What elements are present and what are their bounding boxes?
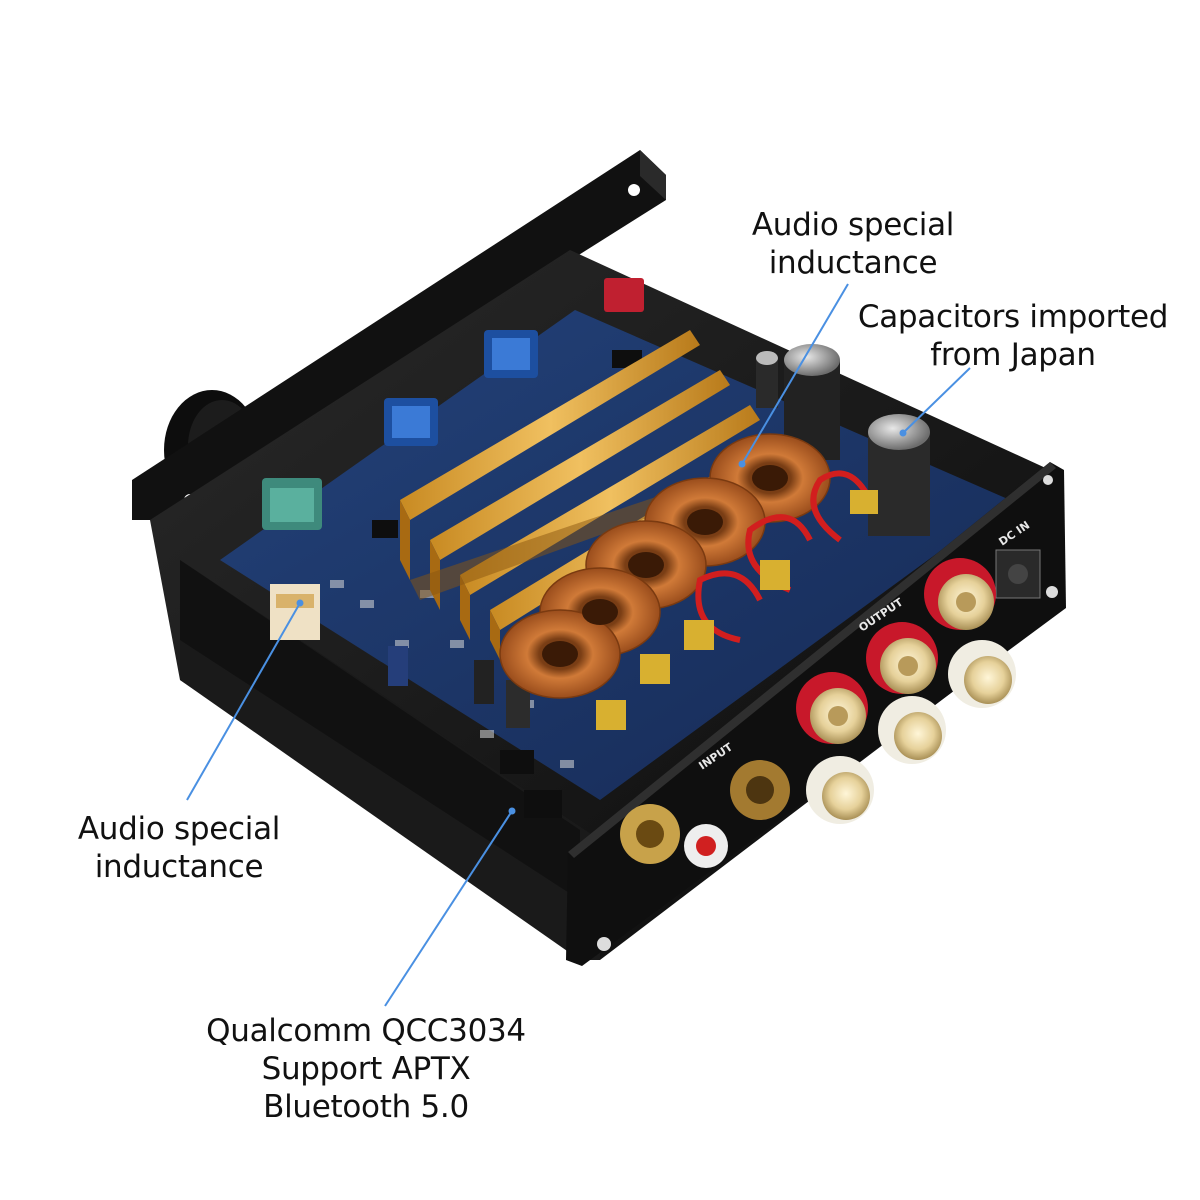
callout-audio-inductance-top: Audio special inductance — [748, 206, 958, 282]
potentiometers — [262, 278, 644, 530]
leader-line-bluetooth — [384, 810, 513, 1007]
callout-line: Support APTX — [261, 1051, 471, 1087]
callout-line: Qualcomm QCC3034 — [206, 1013, 526, 1049]
callout-capacitors: Capacitors imported from Japan — [850, 298, 1176, 374]
inductor-coils — [499, 433, 831, 699]
leader-line-capacitors — [902, 367, 971, 434]
callout-line: Capacitors imported — [857, 299, 1169, 335]
film-capacitors — [596, 490, 878, 730]
front-panel: INPUT OUTPUT DC IN — [566, 462, 1066, 966]
callout-line: Audio special — [77, 811, 281, 847]
callout-bluetooth: Qualcomm QCC3034 Support APTX Bluetooth … — [196, 1012, 536, 1126]
rca-inputs — [620, 760, 790, 868]
leader-lines — [186, 283, 971, 1007]
leader-line-inductance-top — [741, 283, 849, 465]
leader-line-inductance-left — [186, 602, 301, 801]
callout-line: Bluetooth 5.0 — [263, 1089, 469, 1125]
callout-line: from Japan — [930, 337, 1096, 373]
callout-audio-inductance-left: Audio special inductance — [72, 810, 286, 886]
callout-line: inductance — [94, 849, 264, 885]
callout-line: Audio special — [751, 207, 955, 243]
callout-line: inductance — [768, 245, 938, 281]
binding-posts — [796, 558, 1016, 824]
